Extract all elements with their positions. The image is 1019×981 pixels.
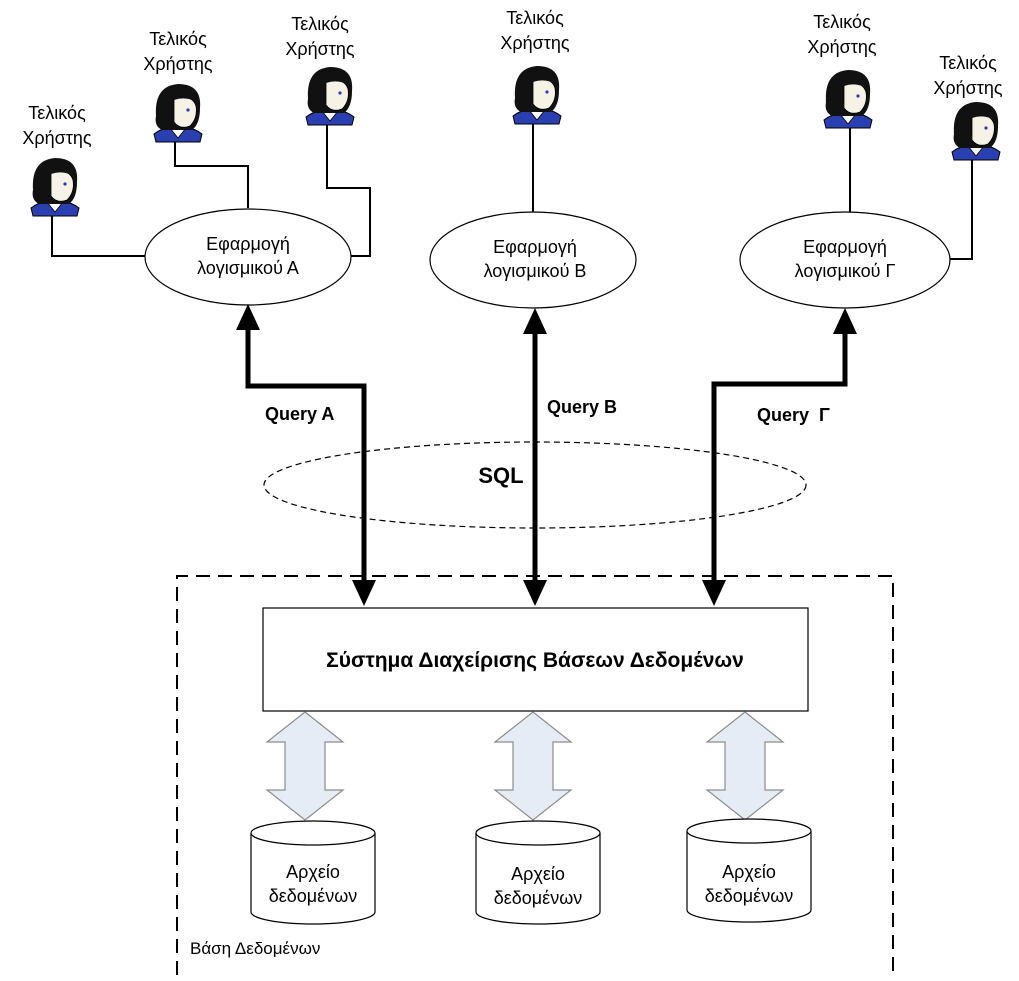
query-b-label: Query B bbox=[547, 397, 617, 417]
svg-text:Εφαρμογή: Εφαρμογή bbox=[493, 237, 577, 257]
svg-text:Εφαρμογή: Εφαρμογή bbox=[803, 237, 887, 257]
dbms-box: Σύστημα Διαχείρισης Βάσεων Δεδομένων bbox=[262, 607, 809, 712]
svg-text:λογισμικού Β: λογισμικού Β bbox=[484, 261, 587, 281]
svg-text:Αρχείο: Αρχείο bbox=[511, 864, 565, 884]
user-connection-lines bbox=[51, 120, 973, 260]
user-icon bbox=[30, 157, 80, 217]
svg-text:Χρήστης: Χρήστης bbox=[807, 37, 876, 57]
app-a: Εφαρμογή λογισμικού Α bbox=[144, 208, 352, 306]
svg-text:Χρήστης: Χρήστης bbox=[500, 33, 569, 53]
svg-text:Τελικός: Τελικός bbox=[813, 12, 871, 32]
user-icon bbox=[823, 69, 873, 129]
user-icon bbox=[512, 65, 562, 125]
app-b: Εφαρμογή λογισμικού Β bbox=[429, 211, 637, 309]
svg-text:δεδομένων: δεδομένων bbox=[494, 888, 583, 908]
svg-text:Τελικός: Τελικός bbox=[939, 53, 997, 73]
svg-text:Χρήστης: Χρήστης bbox=[143, 54, 212, 74]
svg-text:Χρήστης: Χρήστης bbox=[933, 78, 1002, 98]
query-g-label: Query Γ bbox=[757, 405, 830, 425]
user-icon bbox=[951, 101, 1001, 161]
svg-text:Αρχείο: Αρχείο bbox=[722, 862, 776, 882]
svg-text:Τελικός: Τελικός bbox=[149, 29, 207, 49]
data-flow-arrows bbox=[265, 711, 785, 821]
svg-text:δεδομένων: δεδομένων bbox=[705, 886, 794, 906]
data-file-1: Αρχείο δεδομένων bbox=[250, 820, 376, 925]
svg-text:Χρήστης: Χρήστης bbox=[22, 128, 91, 148]
query-arrows bbox=[245, 328, 848, 584]
svg-text:Αρχείο: Αρχείο bbox=[286, 862, 340, 882]
end-user-3: Τελικός Χρήστης bbox=[285, 14, 355, 126]
svg-text:Σύστημα Διαχείρισης Βάσεων Δεδ: Σύστημα Διαχείρισης Βάσεων Δεδομένων bbox=[326, 649, 744, 672]
end-user-6: Τελικός Χρήστης bbox=[933, 53, 1003, 161]
svg-text:λογισμικού Γ: λογισμικού Γ bbox=[795, 261, 896, 281]
svg-text:Τελικός: Τελικός bbox=[506, 8, 564, 28]
data-file-3: Αρχείο δεδομένων bbox=[686, 818, 812, 923]
svg-text:Τελικός: Τελικός bbox=[291, 14, 349, 34]
svg-text:Βάση Δεδομένων: Βάση Δεδομένων bbox=[190, 939, 320, 958]
data-file-2: Αρχείο δεδομένων bbox=[475, 820, 601, 925]
svg-text:SQL: SQL bbox=[478, 463, 523, 488]
query-arrowheads bbox=[236, 304, 857, 606]
svg-text:Τελικός: Τελικός bbox=[28, 103, 86, 123]
end-user-1: Τελικός Χρήστης bbox=[22, 103, 92, 217]
svg-text:λογισμικού Α: λογισμικού Α bbox=[197, 258, 299, 278]
user-icon bbox=[153, 83, 203, 143]
query-a-label: Query A bbox=[265, 404, 334, 424]
user-icon bbox=[305, 66, 355, 126]
app-g: Εφαρμογή λογισμικού Γ bbox=[739, 211, 951, 309]
end-user-4: Τελικός Χρήστης bbox=[500, 8, 570, 125]
end-user-2: Τελικός Χρήστης bbox=[143, 29, 213, 143]
svg-text:δεδομένων: δεδομένων bbox=[269, 886, 358, 906]
svg-text:Χρήστης: Χρήστης bbox=[285, 39, 354, 59]
svg-text:Εφαρμογή: Εφαρμογή bbox=[206, 234, 290, 254]
end-user-5: Τελικός Χρήστης bbox=[807, 12, 877, 129]
